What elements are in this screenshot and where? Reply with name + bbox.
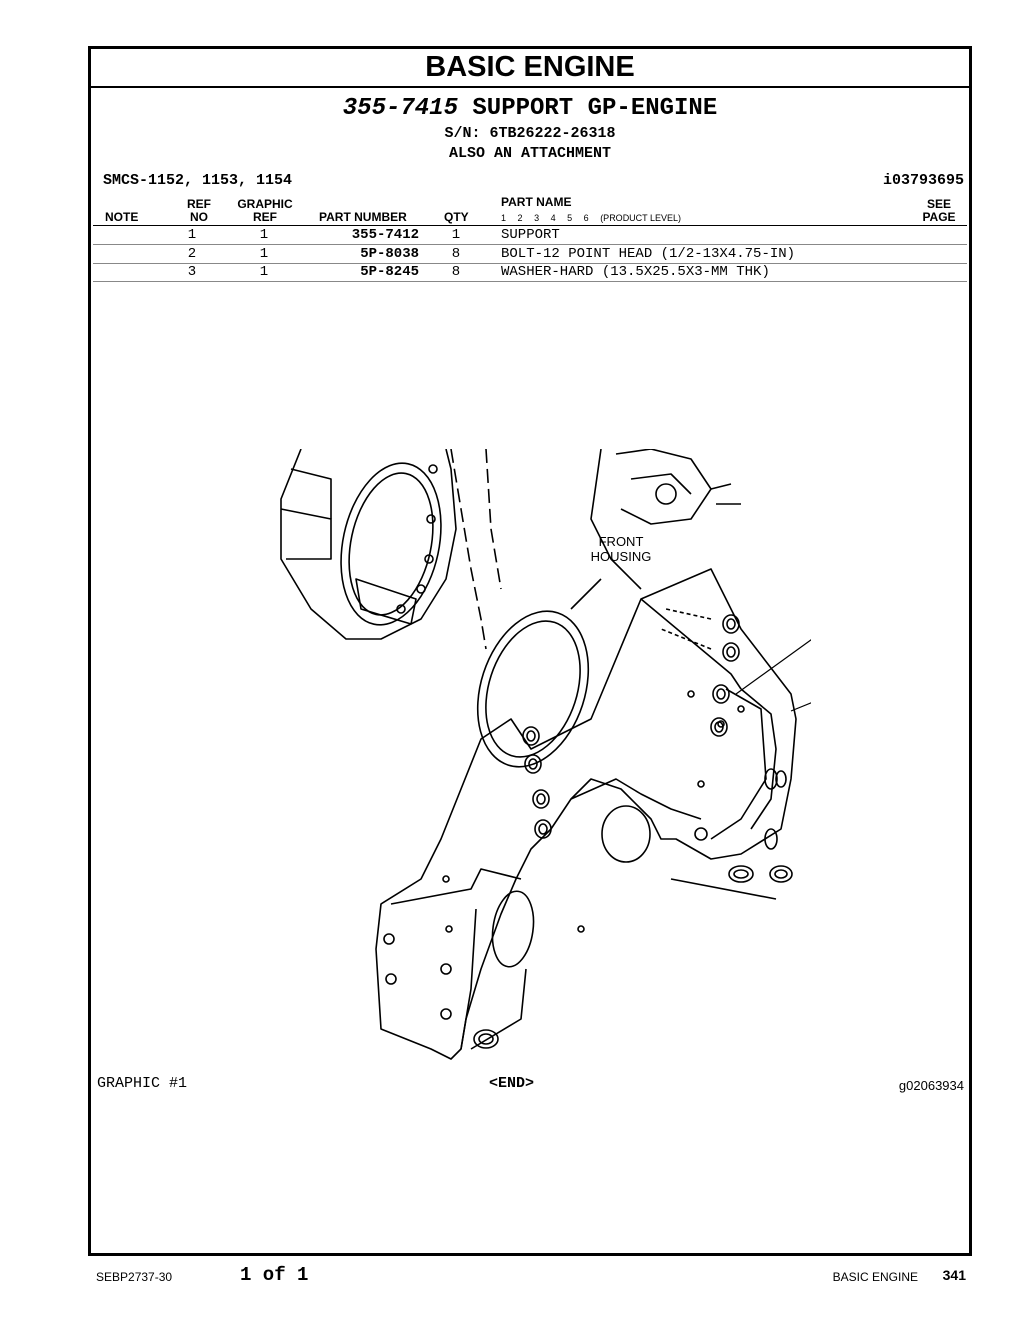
header-ref-no-line2: NO	[190, 210, 208, 224]
illustration-id: i03793695	[882, 172, 964, 189]
group-name: SUPPORT GP-ENGINE	[472, 95, 718, 122]
support-illustration: FRONT HOUSING 2-3 1	[280, 449, 811, 1060]
row2-graphic-ref: 1	[259, 246, 269, 262]
section-title-bar: BASIC ENGINE	[91, 49, 969, 88]
row1-graphic-ref: 1	[259, 227, 269, 243]
section-title: BASIC ENGINE	[425, 51, 635, 83]
product-level-1: 1	[501, 213, 507, 223]
group-number: 355-7415	[342, 95, 458, 122]
smcs-codes: SMCS-1152, 1153, 1154	[103, 172, 293, 189]
end-marker: <END>	[489, 1075, 535, 1092]
footer-doc-id: SEBP2737-30	[96, 1270, 173, 1284]
graphic-label: GRAPHIC #1	[97, 1075, 188, 1092]
row2-rule	[93, 263, 967, 264]
header-ref-no: REF NO	[179, 198, 219, 224]
product-level-4: 4	[550, 213, 556, 223]
header-see-page: SEE PAGE	[917, 198, 961, 224]
footer-page-of: 1 of 1	[240, 1264, 309, 1286]
header-ref-no-line1: REF	[187, 197, 211, 211]
product-level-3: 3	[534, 213, 540, 223]
header-part-number: PART NUMBER	[319, 210, 407, 224]
header-part-name: PART NAME	[501, 195, 572, 209]
attachment-note: ALSO AN ATTACHMENT	[448, 145, 612, 162]
header-see-page-line1: SEE	[926, 197, 951, 211]
footer-page-number: 341	[942, 1267, 966, 1283]
row1-qty: 1	[451, 227, 461, 243]
footer-section: BASIC ENGINE	[832, 1270, 918, 1284]
row1-part-number: 355-7412	[351, 227, 419, 243]
row3-part-name: WASHER-HARD (13.5X25.5X3-MM THK)	[501, 264, 770, 280]
row3-graphic-ref: 1	[259, 264, 269, 280]
header-graphic-ref: GRAPHIC REF	[231, 198, 299, 224]
product-level-5: 5	[567, 213, 573, 223]
callout-front: FRONT	[599, 534, 644, 549]
row2-ref-no: 2	[187, 246, 197, 262]
row1-rule	[93, 244, 967, 245]
row1-ref-no: 1	[187, 227, 197, 243]
product-levels: 1 2 3 4 5 6 (PRODUCT LEVEL)	[501, 213, 690, 223]
row2-part-name: BOLT-12 POINT HEAD (1/2-13X4.75-IN)	[501, 246, 796, 262]
row3-qty: 8	[451, 264, 461, 280]
callout-housing: HOUSING	[591, 549, 652, 564]
header-graphic-ref-line2: REF	[253, 210, 277, 224]
row3-part-number: 5P-8245	[360, 264, 419, 280]
serial-range: S/N: 6TB26222-26318	[444, 125, 616, 142]
row2-part-number: 5P-8038	[360, 246, 419, 262]
group-heading: 355-7415 SUPPORT GP-ENGINE	[91, 95, 969, 122]
header-rule	[93, 225, 967, 226]
header-qty: QTY	[444, 210, 469, 224]
product-level-6: 6	[583, 213, 589, 223]
page-frame: BASIC ENGINE 355-7415 SUPPORT GP-ENGINE …	[88, 46, 972, 1256]
header-see-page-line2: PAGE	[922, 210, 956, 224]
header-note: NOTE	[105, 210, 139, 224]
row3-ref-no: 3	[187, 264, 197, 280]
header-graphic-ref-line1: GRAPHIC	[237, 197, 293, 211]
graphic-number: g02063934	[898, 1078, 964, 1093]
row3-rule	[93, 281, 967, 282]
row1-part-name: SUPPORT	[501, 227, 560, 243]
product-level-2: 2	[517, 213, 523, 223]
product-level-label: (PRODUCT LEVEL)	[600, 213, 682, 223]
row2-qty: 8	[451, 246, 461, 262]
